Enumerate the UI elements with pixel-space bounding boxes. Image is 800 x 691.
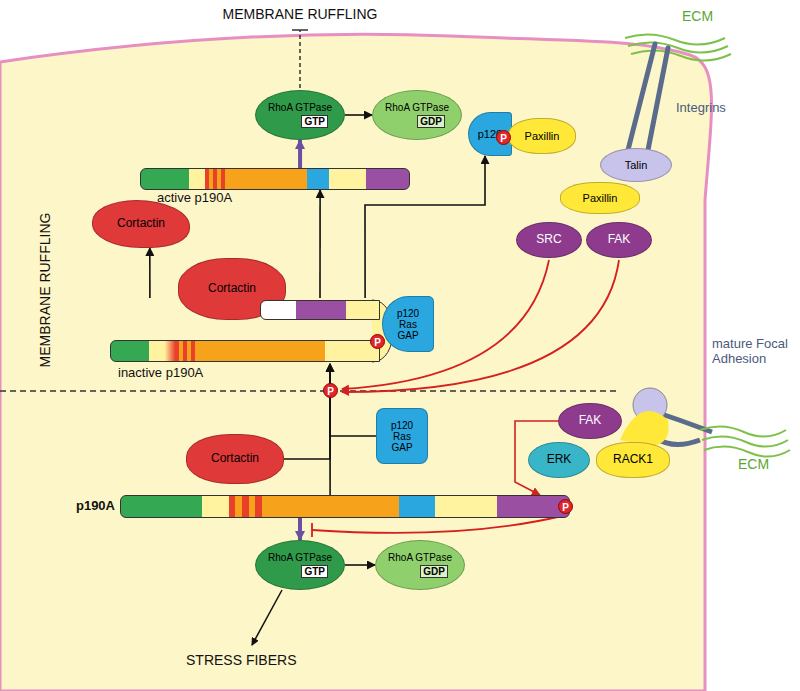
inhibition-line: [292, 30, 308, 88]
protein-name: p190A: [76, 499, 115, 513]
protein-name: Talin: [625, 159, 648, 171]
protein-name: RhoA GTPase: [388, 552, 452, 563]
integrin-upper: [628, 44, 668, 150]
node-rho: RhoA GTPaseGDP: [375, 540, 465, 590]
annotation-label: MEMBRANE RUFFLING: [215, 6, 385, 22]
node-box: FAK: [558, 403, 622, 439]
node-box: Talin: [600, 148, 672, 182]
phospho-mark: P: [370, 334, 385, 349]
protein-name: p120 Ras GAP: [383, 420, 421, 453]
phospho-mark: P: [558, 499, 573, 514]
mature-focal-adhesion: [620, 388, 712, 446]
protein-name: p120 Ras GAP: [389, 308, 427, 341]
nucleotide-tag: GDP: [417, 115, 445, 128]
dashed-boundary: [0, 390, 620, 391]
protein-name: active p190A: [157, 191, 232, 205]
connector-arrow: [345, 564, 375, 566]
node-box: Paxillin: [560, 182, 640, 214]
node-fold: inactive p190A: [110, 298, 395, 364]
cell-membrane: [0, 34, 712, 691]
connector-arrow: [345, 114, 372, 116]
protein-name: RhoA GTPase: [268, 552, 332, 563]
node-box: FAK: [586, 222, 652, 258]
annotation-label: STRESS FIBERS: [186, 652, 336, 668]
protein-name: Cortactin: [211, 452, 259, 465]
nucleotide-tag: GDP: [420, 565, 448, 578]
stress-fiber-arrow: [252, 590, 282, 645]
protein-bar: [110, 340, 380, 362]
node-box: p120 Ras GAP: [382, 296, 434, 352]
annotation-label: mature Focal Adhesion: [712, 336, 796, 366]
node-box: Paxillin: [508, 118, 576, 154]
node-box: RACK1: [596, 442, 670, 478]
connector-arrow: [298, 140, 302, 168]
annotation-label: ECM: [738, 456, 788, 472]
node-bar: active p190A: [140, 168, 410, 190]
protein-name: RhoA GTPase: [268, 102, 332, 113]
connector-arrow: [298, 518, 302, 540]
ecm-lower: [700, 426, 790, 456]
phospho-mark: P: [323, 383, 338, 398]
protein-name: FAK: [608, 233, 631, 246]
protein-bar: [260, 300, 380, 320]
protein-name: Cortactin: [117, 217, 165, 230]
node-box: SRC: [516, 222, 582, 258]
protein-name: Cortactin: [208, 282, 256, 295]
protein-name: RACK1: [613, 453, 653, 466]
node-box: ERK: [528, 442, 590, 478]
node-rho: RhoA GTPaseGDP: [372, 90, 462, 140]
protein-name: Paxillin: [525, 130, 560, 142]
nucleotide-tag: GTP: [301, 565, 328, 578]
nucleotide-tag: GTP: [301, 115, 328, 128]
ecm-upper: [625, 34, 731, 60]
protein-name: inactive p190A: [118, 366, 203, 380]
protein-name: Paxillin: [583, 192, 618, 204]
node-barL: p190A: [120, 495, 570, 518]
annotation-label: ECM: [682, 8, 732, 24]
node-rho: RhoA GTPaseGTP: [255, 540, 345, 590]
phospho-mark: P: [496, 130, 511, 145]
connector-arrow: [330, 364, 376, 436]
connector-arrow: [284, 364, 330, 459]
protein-name: SRC: [536, 233, 561, 246]
protein-name: RhoA GTPase: [385, 102, 449, 113]
node-rho: RhoA GTPaseGTP: [255, 90, 345, 140]
annotation-label: MEMBRANE RUFFLING: [37, 205, 53, 375]
protein-name: ERK: [547, 453, 572, 466]
connector-arrow: [319, 190, 321, 298]
connector-arrow: [149, 248, 151, 298]
protein-name: FAK: [579, 414, 602, 427]
annotation-label: Integrins: [676, 100, 746, 115]
node-box: p120 Ras GAP: [376, 408, 428, 464]
node-box: Cortactin: [186, 434, 284, 484]
